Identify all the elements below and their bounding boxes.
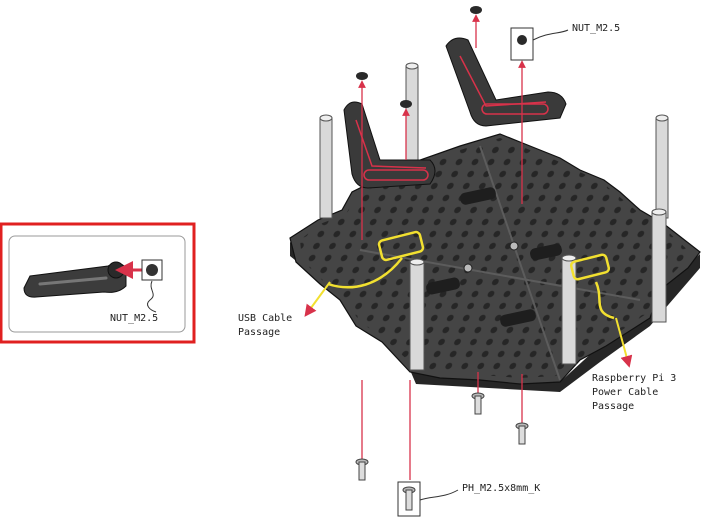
insertion-arrows (358, 14, 526, 480)
plate-edge (290, 242, 700, 392)
screw-label: PH_M2.5x8mm_K (462, 483, 541, 494)
arm-right (445, 37, 567, 127)
rpi-passage-label: Raspberry Pi 3 Power Cable Passage (592, 373, 677, 412)
cable-passage-highlights (304, 230, 633, 368)
screw-2 (471, 392, 485, 415)
nut-top-label: NUT_M2.5 (572, 23, 621, 34)
standoff-front-left (409, 261, 425, 371)
inset-detail-panel (0, 222, 196, 344)
main-frame-plate (289, 133, 701, 392)
standoff-right (651, 211, 667, 323)
inset-callout-line (147, 280, 157, 313)
inset-nut-icon (141, 259, 163, 281)
nuts (356, 6, 569, 108)
standoff-back-right (655, 117, 669, 219)
usb-passage-label: USB Cable Passage (238, 313, 293, 338)
standoff-back-left (319, 117, 333, 219)
nut-inset-label: NUT_M2.5 (110, 313, 159, 324)
standoffs (319, 62, 669, 371)
rpi-passage-highlight (569, 253, 611, 281)
plate-hole-pattern (300, 138, 692, 378)
screws (355, 392, 529, 517)
standoff-back-mid (405, 65, 419, 167)
arm-left (343, 101, 436, 189)
screw-1 (355, 458, 369, 481)
screw-3 (515, 422, 529, 445)
usb-passage-highlight (377, 230, 425, 262)
